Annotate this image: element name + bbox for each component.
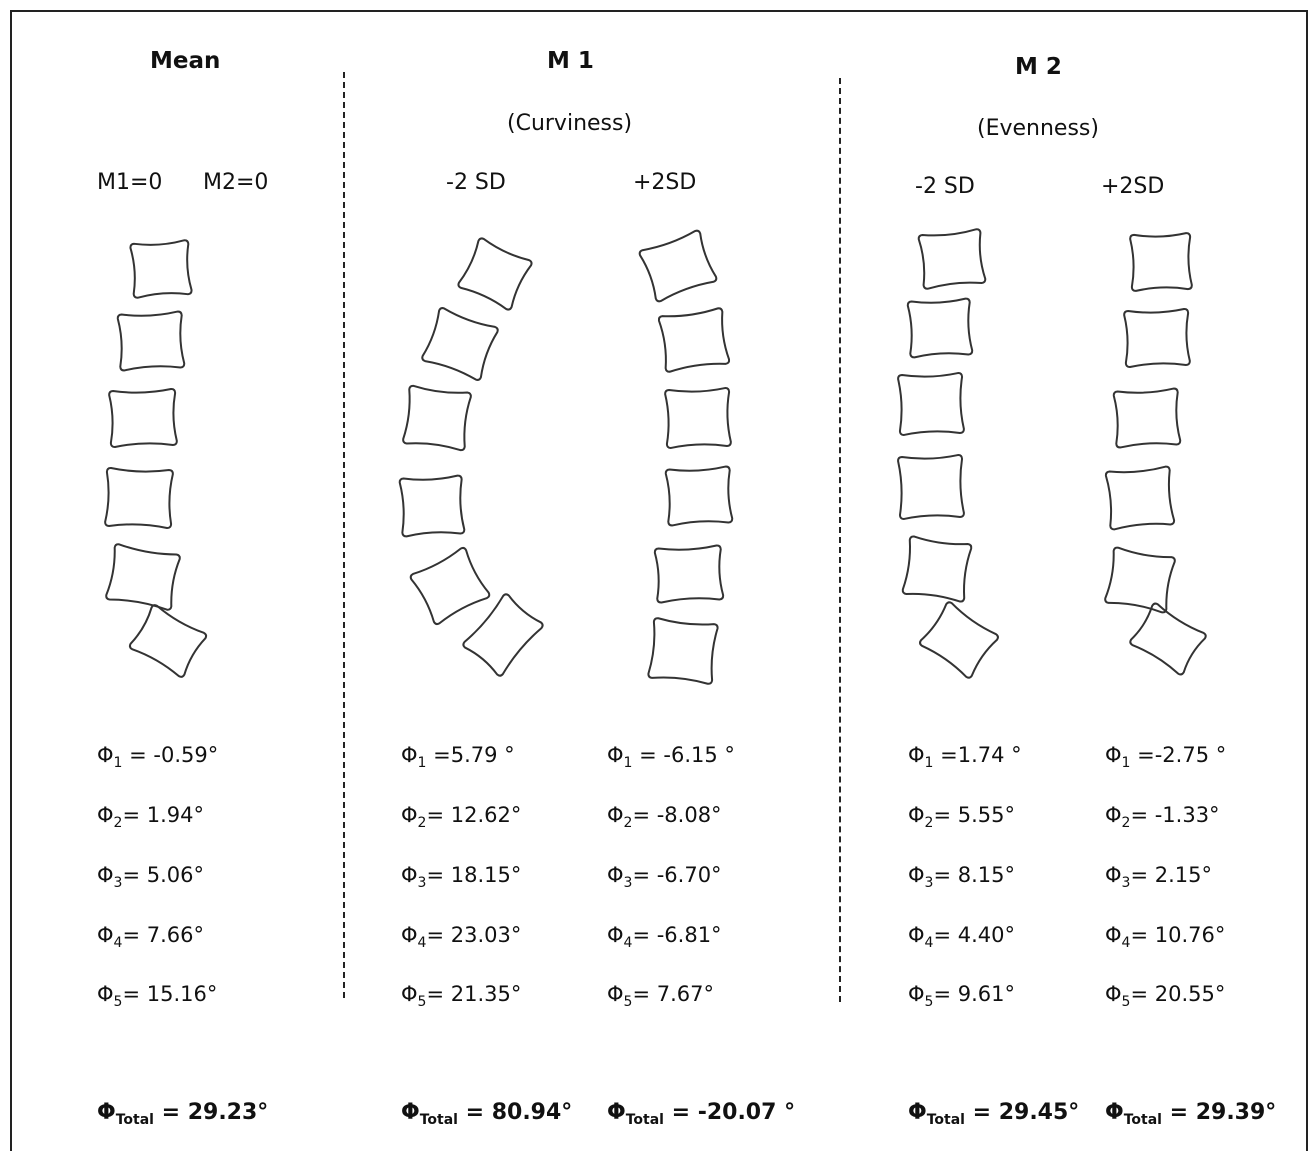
vertebra-m1-minus-2sd-3	[402, 384, 472, 452]
m1-minus-label: -2 SD	[446, 170, 506, 195]
mean-param-m2: M2=0	[203, 170, 269, 195]
vertebra-mean-3	[108, 388, 178, 448]
figure-frame	[10, 10, 1308, 1151]
m1-minus-total: ΦTotal = 80.94°	[401, 1100, 573, 1128]
mean-title: Mean	[150, 48, 221, 74]
mean-total: ΦTotal = 29.23°	[97, 1100, 269, 1128]
m2-plus-label: +2SD	[1101, 174, 1165, 199]
vertebra-m1-plus-2sd-2	[657, 307, 731, 373]
m2-plus-total: ΦTotal = 29.39°	[1105, 1100, 1277, 1128]
vertebra-m2-minus-2sd-3	[897, 372, 965, 436]
m2-minus-angle-4: Φ4= 4.40°	[908, 923, 1015, 951]
m1-plus-angle-5: Φ5= 7.67°	[607, 982, 714, 1010]
m2-minus-total: ΦTotal = 29.45°	[908, 1100, 1080, 1128]
vertebra-m2-plus-2sd-1	[1129, 232, 1193, 292]
vertebra-m1-plus-2sd-6	[647, 617, 719, 685]
m2-minus-angle-5: Φ5= 9.61°	[908, 982, 1015, 1010]
spine-m1-minus-2sd	[398, 237, 544, 677]
vertebra-m2-plus-2sd-5	[1104, 546, 1176, 614]
m1-minus-angle-1: Φ1 =5.79 °	[401, 743, 515, 771]
m2-minus-angle-3: Φ3= 8.15°	[908, 863, 1015, 891]
vertebra-m2-minus-2sd-4	[897, 454, 965, 520]
m2-minus-angle-1: Φ1 =1.74 °	[908, 743, 1022, 771]
spine-mean	[104, 239, 208, 678]
mean-angle-4: Φ4= 7.66°	[97, 923, 204, 951]
vertebra-mean-4	[104, 467, 174, 529]
spine-m2-minus-2sd	[897, 228, 999, 679]
m1-minus-angle-5: Φ5= 21.35°	[401, 982, 522, 1010]
mean-angle-5: Φ5= 15.16°	[97, 982, 218, 1010]
vertebra-m2-minus-2sd-6	[919, 601, 999, 679]
m1-plus-angle-2: Φ2= -8.08°	[607, 803, 722, 831]
vertebra-m1-plus-2sd-4	[664, 465, 734, 527]
vertebra-m2-plus-2sd-6	[1129, 602, 1207, 676]
vertebra-m1-minus-2sd-5	[409, 546, 491, 626]
m2-plus-angle-1: Φ1 =-2.75 °	[1105, 743, 1227, 771]
m1-plus-angle-3: Φ3= -6.70°	[607, 863, 722, 891]
m2-plus-angle-5: Φ5= 20.55°	[1105, 982, 1226, 1010]
vertebra-m1-plus-2sd-3	[664, 387, 732, 449]
spine-m1-plus-2sd	[638, 229, 734, 685]
vertebra-mean-1	[129, 239, 193, 299]
mean-angle-1: Φ1 = -0.59°	[97, 743, 219, 771]
m1-plus-angle-4: Φ4= -6.81°	[607, 923, 722, 951]
m2-subtitle: (Evenness)	[977, 116, 1099, 141]
vertebra-mean-6	[128, 604, 208, 678]
mean-angle-2: Φ2= 1.94°	[97, 803, 204, 831]
vertebra-m2-minus-2sd-2	[906, 297, 974, 359]
m2-title: M 2	[1015, 54, 1062, 80]
m1-plus-label: +2SD	[633, 170, 697, 195]
vertebra-m2-minus-2sd-5	[901, 535, 973, 603]
vertebra-m2-minus-2sd-1	[917, 228, 987, 290]
m1-plus-total: ΦTotal = -20.07 °	[607, 1100, 796, 1128]
m2-minus-angle-2: Φ2= 5.55°	[908, 803, 1015, 831]
spine-m2-plus-2sd	[1104, 232, 1207, 676]
m2-plus-angle-3: Φ3= 2.15°	[1105, 863, 1212, 891]
vertebra-m1-plus-2sd-1	[638, 229, 718, 303]
vertebra-m2-plus-2sd-2	[1123, 308, 1191, 368]
m2-minus-label: -2 SD	[915, 174, 975, 199]
vertebra-mean-5	[105, 543, 181, 611]
mean-param-m1: M1=0	[97, 170, 163, 195]
m1-subtitle: (Curviness)	[507, 111, 633, 136]
vertebra-m2-plus-2sd-4	[1104, 465, 1176, 531]
mean-angle-3: Φ3= 5.06°	[97, 863, 204, 891]
m1-plus-angle-1: Φ1 = -6.15 °	[607, 743, 735, 771]
m1-title: M 1	[547, 48, 594, 74]
vertebra-m1-plus-2sd-5	[653, 544, 725, 604]
vertebra-m1-minus-2sd-6	[462, 593, 544, 677]
vertebra-m1-minus-2sd-1	[457, 237, 533, 311]
m1-minus-angle-3: Φ3= 18.15°	[401, 863, 522, 891]
m2-plus-angle-2: Φ2= -1.33°	[1105, 803, 1220, 831]
vertebra-m1-minus-2sd-4	[398, 474, 466, 538]
vertebra-m2-plus-2sd-3	[1112, 387, 1182, 449]
vertebra-m1-minus-2sd-2	[421, 307, 499, 381]
separator-right	[839, 78, 841, 1002]
separator-left	[343, 72, 345, 998]
m1-minus-angle-2: Φ2= 12.62°	[401, 803, 522, 831]
m2-plus-angle-4: Φ4= 10.76°	[1105, 923, 1226, 951]
m1-minus-angle-4: Φ4= 23.03°	[401, 923, 522, 951]
vertebra-mean-2	[116, 310, 186, 372]
